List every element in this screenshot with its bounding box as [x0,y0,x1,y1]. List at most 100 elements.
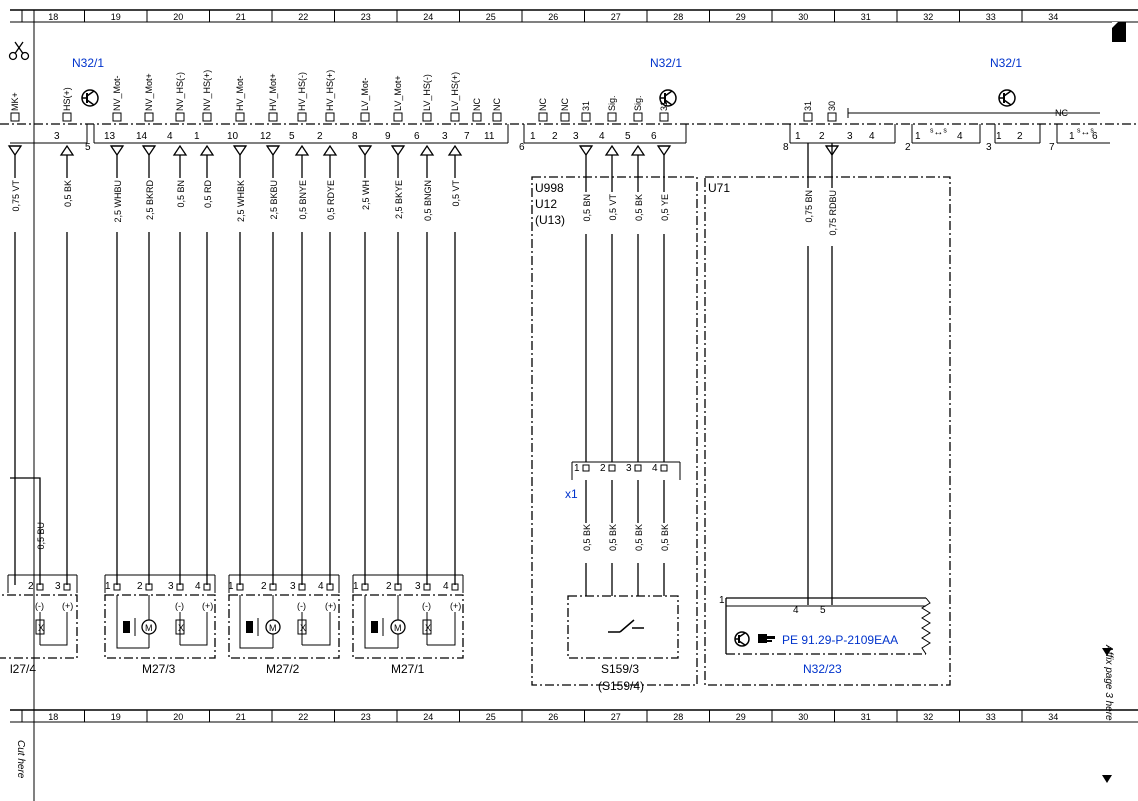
ruler-label: 22 [298,712,308,722]
pin-number: 2 [317,131,323,142]
sensor-x-label: X [38,623,44,633]
pin-number: 3 [415,581,421,592]
plus-label: (+) [62,601,73,611]
pin-number: 3 [847,131,853,142]
pin-number: 4 [167,131,173,142]
ruler-label: 24 [423,12,433,22]
wire-label: 2,5 BKYE [394,180,404,219]
scissors-icon [8,41,30,61]
pin-number: 3 [626,463,632,474]
ruler-label: 22 [298,12,308,22]
pin-name: 31 [659,101,669,111]
connector-n32-1-left: MK+HS(+)3NV_Mot-13NV_Mot+14NV_HS(-)4NV_H… [10,70,509,144]
pin-number: 12 [260,131,272,142]
motor-label[interactable]: M27/3 [142,662,176,676]
ref-n32-1-left[interactable]: N32/1 [72,56,104,70]
ruler-label: 27 [611,12,621,22]
pin-number: 2 [819,131,825,142]
position-sensor-icon [246,621,253,633]
pointing-hand-icon [758,634,775,643]
pin-number: 1 [194,131,200,142]
ruler-label: 30 [798,712,808,722]
motor-m-label: M [269,623,277,633]
pin-number: 2 [28,581,34,592]
pin-number: 2 [137,581,143,592]
pin-number: 13 [104,131,116,142]
pin-name: Sig. [607,95,617,111]
wire-label: 0,75 VT [11,180,21,212]
ruler-label: 30 [798,12,808,22]
wire-label: 0,75 BN [804,190,814,223]
pin-name: NC [472,98,482,111]
pin-number: 2 [261,581,267,592]
pin-name: NC [560,98,570,111]
ruler-label: 34 [1048,12,1058,22]
pin-name: HV_Mot+ [268,73,278,111]
pin-name: NC [492,98,502,111]
switch-icon [608,619,644,633]
wire-label: 0,5 VT [451,180,461,207]
jumper-icon: ˢ↔ˢ [1077,127,1094,138]
connector-number: 5 [85,142,91,153]
pin-number: 2 [1017,131,1023,142]
motor-label[interactable]: M27/1 [391,662,425,676]
pin-number: 4 [869,131,875,142]
transistor-icon [659,89,677,107]
wire-label: 0,5 BK [582,524,592,551]
label-s159-3[interactable]: S159/3 [601,662,639,676]
wire-label: 2,5 WHBU [113,180,123,223]
ref-n32-1-mid[interactable]: N32/1 [650,56,682,70]
plus-label: (+) [450,601,461,611]
motor-label[interactable]: l27/4 [10,662,36,676]
link-pe-91-29[interactable]: PE 91.29-P-2109EAA [782,633,898,647]
ruler-label: 18 [48,712,58,722]
ruler-label: 34 [1048,712,1058,722]
pin-number: 6 [651,131,657,142]
wire-label: 0,5 BU [36,522,46,550]
nc-label: NC [1055,108,1068,118]
label-u13: (U13) [535,213,565,227]
minus-label: (-) [175,601,184,611]
pin-number: 4 [195,581,201,592]
hall-sensor-icon [422,619,432,635]
pin-name: NV_HS(-) [175,72,185,111]
variant-box-u998 [531,176,698,686]
ruler-label: 29 [736,712,746,722]
motor-m-label: M [145,623,153,633]
label-n32-23[interactable]: N32/23 [803,662,842,676]
wire-label: 0,5 BK [608,524,618,551]
transistor-icon [81,89,99,107]
motor-label[interactable]: M27/2 [266,662,300,676]
wire-label: 0,5 BK [634,524,644,551]
wire-label: 0,5 BK [660,524,670,551]
pin-number: 5 [820,605,826,616]
connector-number: 7 [1049,142,1055,153]
affix-label: Affix page 3 here [1103,644,1114,721]
ref-n32-1-right[interactable]: N32/1 [990,56,1022,70]
wire-label: 0,5 BN [176,180,186,208]
pin-number: 3 [55,581,61,592]
pin-name: HV_Mot- [235,75,245,111]
ref-x1[interactable]: x1 [565,487,578,501]
pin-name: 30 [827,101,837,111]
ruler-label: 32 [923,12,933,22]
ruler-label: 20 [173,12,183,22]
wire-label: 0,5 BNYE [298,180,308,220]
jumper-icon: ˢ↔ˢ [930,127,947,138]
pin-number: 4 [652,463,658,474]
minus-label: (-) [35,601,44,611]
pin-number: 4 [957,131,963,142]
connector-number: 3 [986,142,992,153]
pin-number: 5 [289,131,295,142]
ruler-label: 25 [486,12,496,22]
pin-name: 31 [803,101,813,111]
pin-name: NV_HS(+) [202,70,212,111]
